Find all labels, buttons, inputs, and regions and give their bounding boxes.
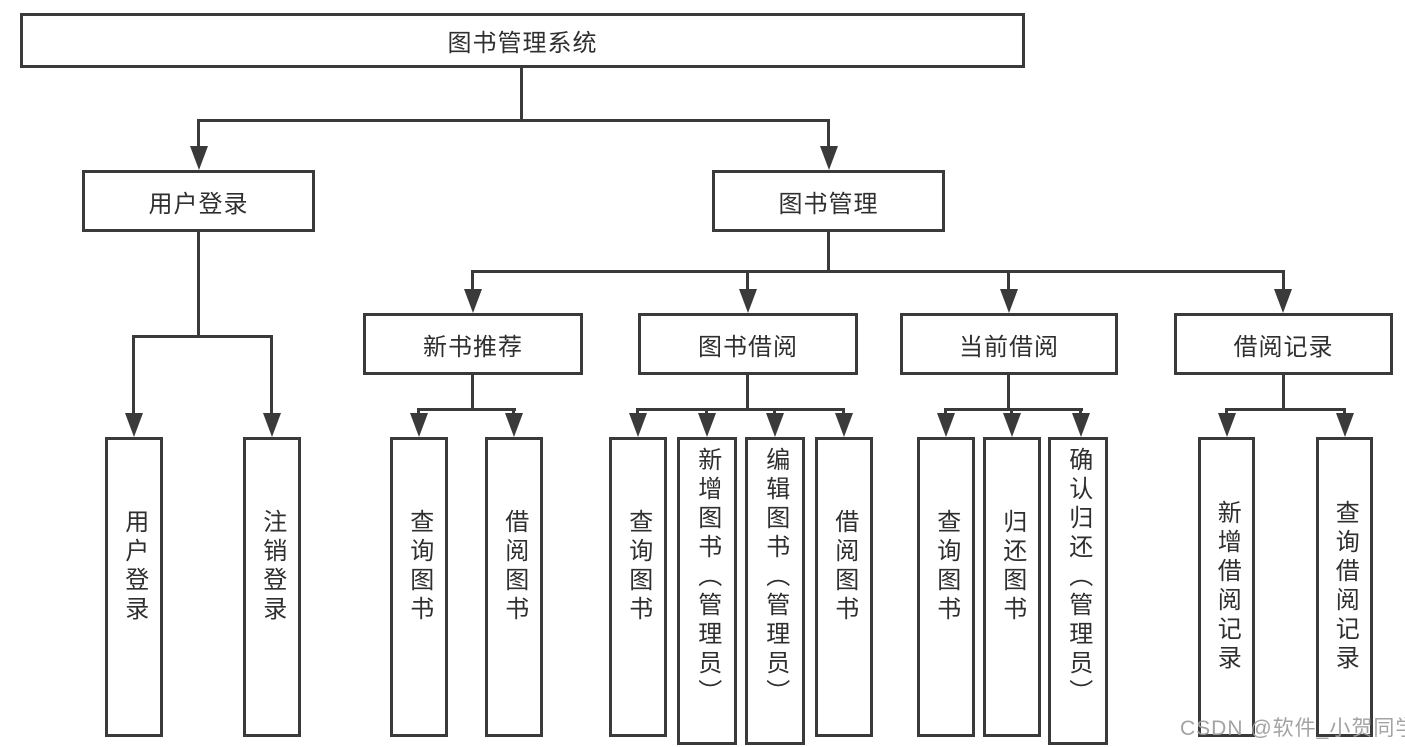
connector-br-split [1225,408,1346,411]
arrowhead-bb-edit-icon [766,413,784,437]
arrowhead-leaf-logout-icon [263,413,281,437]
leaf-cb-confirm-return-admin-label: 确认归还（管理员） [1064,447,1092,708]
leaf-bb-borrow-books: 借阅图书 [815,437,873,737]
connector-user-login-stem [197,232,200,335]
node-borrow-records-label: 借阅记录 [1233,333,1334,361]
leaf-cb-return-books-label: 归还图书 [998,509,1026,625]
connector-drop-borrow-records [1282,270,1285,289]
connector-br-stem [1282,375,1285,408]
arrowhead-cb-confirm-icon [1072,413,1090,437]
leaf-br-add-record-label: 新增借阅记录 [1213,500,1241,674]
connector-nbr-split [417,408,516,411]
arrowhead-borrow-records-icon [1274,289,1292,313]
leaf-bb-query-books: 查询图书 [609,437,667,737]
leaf-cb-query-books-label: 查询图书 [932,509,960,625]
connector-root-stem [520,68,523,119]
arrowhead-book-borrow-icon [739,289,757,313]
connector-drop-bb-add [705,408,708,416]
connector-drop-bb-query [636,408,639,416]
arrowhead-nbr-borrow-icon [505,413,523,437]
leaf-cb-query-books: 查询图书 [917,437,975,737]
leaf-bb-edit-books-admin-label: 编辑图书（管理员） [761,447,789,708]
connector-drop-leaf-login [132,335,135,413]
connector-level3-split [471,270,1285,273]
arrowhead-new-book-icon [464,289,482,313]
leaf-cb-return-books: 归还图书 [983,437,1041,737]
connector-cb-stem [1007,375,1010,408]
arrowhead-cb-query-icon [937,413,955,437]
connector-drop-new-book [471,270,474,289]
arrowhead-nbr-query-icon [410,413,428,437]
leaf-nbr-borrow-books-label: 借阅图书 [500,509,528,625]
node-book-mgmt: 图书管理 [712,170,945,232]
connector-drop-user-login [197,119,200,146]
connector-drop-cb-query [944,408,947,416]
leaf-bb-edit-books-admin: 编辑图书（管理员） [745,437,805,745]
leaf-logout-label: 注销登录 [258,509,286,625]
connector-bb-stem [746,375,749,408]
node-current-borrow-label: 当前借阅 [959,333,1059,361]
connector-drop-current-borrow [1007,270,1010,289]
arrowhead-cb-return-icon [1003,413,1021,437]
arrowhead-user-login-icon [190,146,208,170]
arrowhead-current-borrow-icon [1000,289,1018,313]
node-new-book-recommend: 新书推荐 [363,313,583,375]
csdn-watermark: CSDN @软件_小贺同学 [1180,717,1405,740]
leaf-nbr-query-books-label: 查询图书 [405,509,433,625]
node-new-book-recommend-label: 新书推荐 [423,333,523,361]
leaf-br-add-record: 新增借阅记录 [1198,437,1255,737]
leaf-bb-query-books-label: 查询图书 [624,509,652,625]
node-user-login-label: 用户登录 [148,190,249,218]
connector-level2-split [197,119,830,122]
leaf-nbr-query-books: 查询图书 [390,437,448,737]
leaf-logout: 注销登录 [243,437,301,737]
node-book-borrow: 图书借阅 [638,313,858,375]
connector-nbr-stem [471,375,474,408]
leaf-br-query-record: 查询借阅记录 [1316,437,1373,737]
connector-drop-bb-borrow [842,408,845,416]
node-current-borrow: 当前借阅 [900,313,1118,375]
leaf-user-login-label: 用户登录 [120,509,148,625]
arrowhead-br-query-icon [1336,413,1354,437]
connector-drop-book-borrow [746,270,749,289]
connector-bb-split [636,408,845,411]
connector-drop-nbr-query [417,408,420,416]
node-root-label: 图书管理系统 [447,30,598,57]
node-root: 图书管理系统 [20,13,1025,68]
connector-drop-book-mgmt [827,119,830,146]
node-borrow-records: 借阅记录 [1174,313,1393,375]
leaf-bb-add-books-admin: 新增图书（管理员） [677,437,737,745]
arrowhead-br-add-icon [1218,413,1236,437]
arrowhead-leaf-login-icon [125,413,143,437]
leaf-user-login: 用户登录 [105,437,163,737]
arrowhead-book-mgmt-icon [820,146,838,170]
connector-drop-leaf-logout [270,335,273,413]
connector-user-login-split [132,335,273,338]
connector-drop-nbr-borrow [512,408,515,416]
arrowhead-bb-query-icon [629,413,647,437]
connector-drop-br-query [1343,408,1346,416]
leaf-cb-confirm-return-admin: 确认归还（管理员） [1048,437,1108,745]
connector-drop-cb-return [1010,408,1013,416]
leaf-nbr-borrow-books: 借阅图书 [485,437,543,737]
arrowhead-bb-add-icon [698,413,716,437]
connector-cb-split [944,408,1083,411]
connector-drop-br-add [1225,408,1228,416]
arrowhead-bb-borrow-icon [835,413,853,437]
connector-drop-bb-edit [773,408,776,416]
leaf-br-query-record-label: 查询借阅记录 [1331,500,1359,674]
node-book-borrow-label: 图书借阅 [698,333,798,361]
node-user-login: 用户登录 [82,170,315,232]
connector-book-mgmt-stem [827,232,830,270]
node-book-mgmt-label: 图书管理 [778,190,879,218]
connector-drop-cb-confirm [1079,408,1082,416]
leaf-bb-borrow-books-label: 借阅图书 [830,509,858,625]
leaf-bb-add-books-admin-label: 新增图书（管理员） [693,447,721,708]
